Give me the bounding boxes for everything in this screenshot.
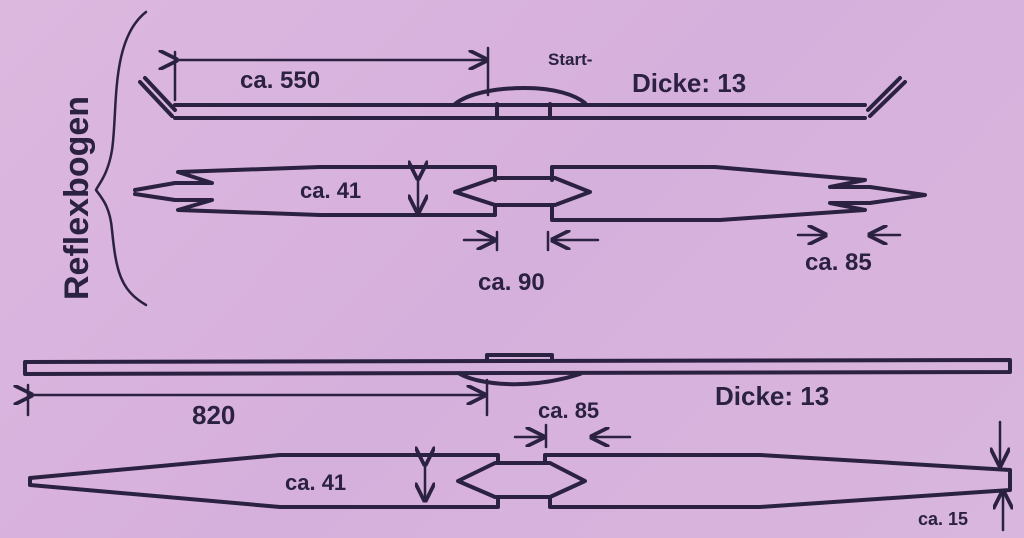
straight-side-view: 820 Dicke: 13 ca. 85 bbox=[25, 353, 1012, 449]
straight-top-view: ca. 41 ca. 15 bbox=[28, 420, 1010, 532]
tip-label: ca. 85 bbox=[805, 249, 872, 276]
length-label: 820 bbox=[192, 400, 235, 430]
brace bbox=[94, 10, 148, 307]
thickness-label: Dicke: 13 bbox=[632, 68, 746, 98]
title-reflexbogen: Reflexbogen bbox=[58, 96, 96, 300]
reflex-top-view: ca. 41 ca. 90 ca. 85 bbox=[133, 167, 927, 296]
grip-label: ca. 85 bbox=[538, 398, 599, 423]
start-label: Start- bbox=[548, 50, 592, 69]
width-label: ca. 41 bbox=[300, 178, 361, 203]
thickness-label: Dicke: 13 bbox=[715, 381, 829, 411]
tip-label: ca. 15 bbox=[918, 509, 968, 529]
width-label: ca. 41 bbox=[285, 470, 346, 495]
length-label: ca. 550 bbox=[240, 67, 320, 94]
reflex-side-view: ca. 550 Start- Dicke: 13 bbox=[138, 46, 907, 120]
grip-label: ca. 90 bbox=[478, 269, 545, 296]
